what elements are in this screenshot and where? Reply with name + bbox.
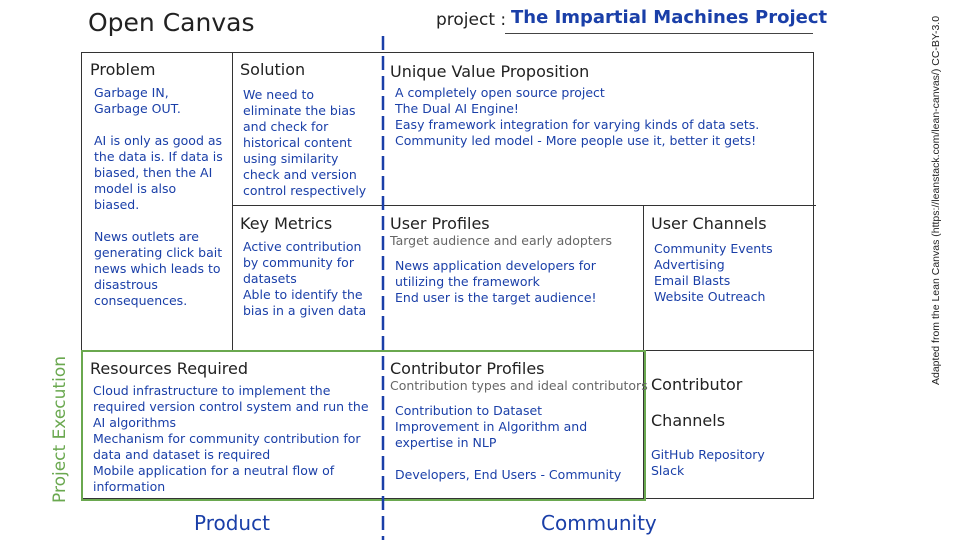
text-line: control respectively (243, 183, 367, 198)
grid-problem-solution-divider (232, 52, 233, 351)
footer-community-label: Community (541, 511, 657, 535)
text-line: information (93, 479, 166, 494)
text-line: Easy framework integration for varying k… (395, 117, 760, 132)
grid-right-line (813, 52, 814, 499)
text-line: Able to identify the (243, 287, 363, 302)
text-line: Community Events (654, 241, 773, 256)
text-line: Mechanism for community contribution for (93, 431, 361, 446)
text-line: data and dataset is required (93, 447, 271, 462)
text-line: Contributor (651, 375, 743, 394)
text-line: Active contribution (243, 239, 362, 254)
problem-title: Problem (90, 60, 156, 79)
text-line: the data is. If data is (94, 149, 223, 164)
cell-user-profiles: User Profiles Target audience and early … (390, 214, 640, 306)
text-line: using similarity (243, 151, 339, 166)
text-line: Contribution to Dataset (395, 403, 543, 418)
text-line: Cloud infrastructure to implement the (93, 383, 331, 398)
text-line: Slack (651, 463, 685, 478)
resources-title: Resources Required (90, 359, 249, 378)
text-line: Mobile application for a neutral flow of (93, 463, 335, 478)
text-line: Advertising (654, 257, 725, 272)
text-line: utilizing the framework (395, 274, 540, 289)
solution-title: Solution (240, 60, 306, 79)
user-profiles-subtitle: Target audience and early adopters (390, 233, 613, 248)
cell-unique-value-proposition: Unique Value Proposition A completely op… (390, 62, 810, 149)
text-line: biased. (94, 197, 140, 212)
attribution-note: Adapted from the Lean Canvas (https://le… (930, 15, 942, 385)
cell-problem: Problem Garbage IN,Garbage OUT. AI is onl… (90, 60, 230, 309)
project-execution-box (81, 350, 646, 501)
key-metrics-title: Key Metrics (240, 214, 333, 233)
text-line: Channels (651, 411, 726, 430)
text-line: news which leads to (94, 261, 221, 276)
text-line: Garbage OUT. (94, 101, 181, 116)
text-line: required version control system and run … (93, 399, 369, 414)
blank-line (94, 213, 230, 229)
grid-middle-row-line (232, 205, 816, 206)
contributor-profiles-subtitle: Contribution types and ideal contributor… (390, 378, 648, 393)
text-line: bias in a given data (243, 303, 367, 318)
cell-contributor-profiles: Contributor Profiles Contribution types … (390, 359, 648, 483)
uvp-title: Unique Value Proposition (390, 62, 590, 81)
grid-bottom-line (81, 498, 814, 499)
text-line: Improvement in Algorithm and (395, 419, 588, 434)
footer-product-label: Product (194, 511, 270, 535)
text-line: and check for (243, 119, 329, 134)
text-line: by community for (243, 255, 354, 270)
text-line: End user is the target audience! (395, 290, 597, 305)
text-line: Website Outreach (654, 289, 766, 304)
product-community-divider (381, 36, 385, 540)
project-execution-label: Project Execution (50, 356, 70, 503)
text-line: Email Blasts (654, 273, 731, 288)
blank-line (94, 117, 230, 133)
text-line: Garbage IN, (94, 85, 169, 100)
text-line: biased, then the AI (94, 165, 213, 180)
text-line: We need to (243, 87, 315, 102)
text-line: GitHub Repository (651, 447, 765, 462)
grid-left-line (81, 52, 82, 499)
text-line: News outlets are (94, 229, 199, 244)
grid-top-line (81, 52, 814, 53)
text-line: Community led model - More people use it… (395, 133, 757, 148)
text-line: generating click bait (94, 245, 223, 260)
blank-line (395, 451, 640, 467)
text-line: AI is only as good as (94, 133, 223, 148)
text-line: consequences. (94, 293, 188, 308)
grid-channels-divider (643, 205, 644, 499)
text-line: News application developers for (395, 258, 596, 273)
project-label: project : (436, 10, 507, 30)
text-line: model is also (94, 181, 177, 196)
cell-resources-required: Resources Required Cloud infrastructure … (90, 359, 378, 495)
text-line: disastrous (94, 277, 158, 292)
canvas-title: Open Canvas (88, 8, 255, 37)
project-name[interactable]: The Impartial Machines Project (511, 7, 828, 28)
text-line: Developers, End Users - Community (395, 467, 622, 482)
user-channels-title: User Channels (651, 214, 767, 233)
text-line: AI algorithms (93, 415, 177, 430)
project-underline (505, 33, 813, 34)
text-line: check and version (243, 167, 357, 182)
text-line: A completely open source project (395, 85, 605, 100)
text-line: datasets (243, 271, 297, 286)
text-line: expertise in NLP (395, 435, 497, 450)
text-line: eliminate the bias (243, 103, 356, 118)
text-line: historical content (243, 135, 352, 150)
user-profiles-title: User Profiles (390, 214, 490, 233)
text-line: The Dual AI Engine! (395, 101, 519, 116)
contributor-profiles-title: Contributor Profiles (390, 359, 545, 378)
problem-body: Garbage IN,Garbage OUT. AI is only as goo… (94, 85, 230, 309)
